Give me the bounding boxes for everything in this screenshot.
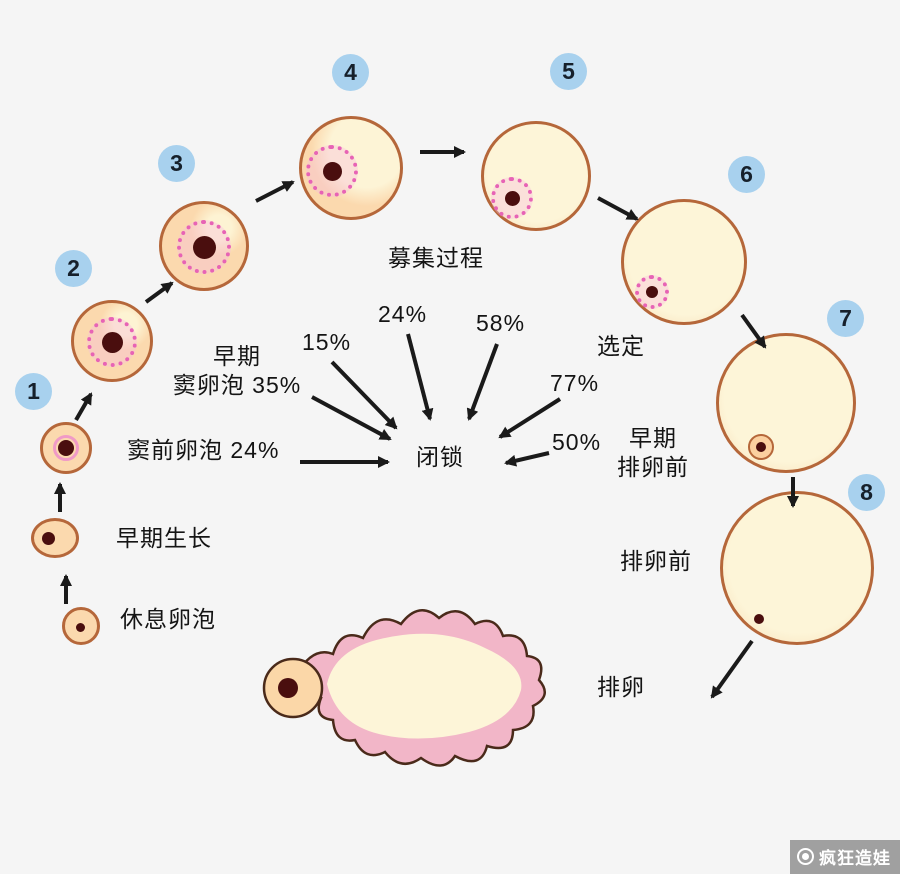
stage-5-nucleus [504, 190, 520, 206]
watermark-text: 疯狂造娃 [819, 849, 891, 868]
stage-badge-2: 2 [55, 250, 92, 287]
arrow-58pct-to-atresia [466, 343, 499, 421]
stage-7-follicle [716, 333, 856, 473]
label-early-antral-follicle: 早期 窦卵泡 35% [162, 342, 312, 400]
stage-badge-1: 1 [15, 373, 52, 410]
arrow-35pct-to-atresia [311, 395, 392, 441]
label-early-antral-line2: 窦卵泡 35% [172, 371, 302, 398]
label-early-preovulatory-line2: 排卵前 [617, 453, 689, 480]
arrow-stage5-to-stage6 [597, 196, 639, 221]
label-early-growth: 早期生长 [116, 525, 212, 551]
early-growth-follicle [31, 518, 79, 558]
stage-badge-7: 7 [827, 300, 864, 337]
released-egg [262, 657, 324, 719]
label-early-preovulatory: 早期 排卵前 [608, 424, 698, 482]
ovulating-follicle-antrum [327, 633, 522, 739]
stage-3-granulosa-ring [177, 220, 231, 274]
arrow-stage3-to-stage4 [255, 180, 295, 203]
label-pct-15: 15% [302, 329, 352, 355]
label-early-preovulatory-line1: 早期 [629, 425, 677, 451]
stage-3-nucleus [192, 235, 216, 259]
stage-4-follicle [299, 116, 403, 220]
stage-7-nucleus [756, 442, 766, 452]
arrow-24pct-to-atresia [406, 333, 434, 421]
stage-8-nucleus [754, 614, 764, 624]
stage-badge-3: 3 [158, 145, 195, 182]
ovulating-follicle-wall [295, 609, 546, 767]
watermark-badge: 疯狂造娃 [790, 840, 900, 874]
label-ovulation: 排卵 [597, 674, 645, 700]
label-recruitment: 募集过程 [388, 245, 484, 271]
stage-6-follicle [621, 199, 747, 325]
released-egg-nucleus [278, 678, 298, 698]
stage-8-follicle [720, 491, 874, 645]
preantral-nucleus [58, 440, 74, 456]
label-pct-50: 50% [552, 429, 602, 455]
early-growth-nucleus [42, 532, 55, 545]
stage-2-granulosa-ring [87, 317, 137, 367]
label-selection: 选定 [597, 333, 645, 359]
arrow-preantral-to-stage2 [74, 392, 93, 421]
stage-badge-8: 8 [848, 474, 885, 511]
arrow-stage8-to-ovulation [710, 639, 754, 699]
label-preovulatory: 排卵前 [620, 548, 692, 574]
stage-badge-5: 5 [550, 53, 587, 90]
stage-5-granulosa-ring [491, 177, 533, 219]
stage-2-follicle [71, 300, 153, 382]
stage-6-granulosa-ring [635, 275, 669, 309]
arrow-15pct-to-atresia [330, 360, 398, 430]
resting-follicle-nucleus [76, 623, 85, 632]
arrow-stage2-to-stage3 [144, 281, 174, 304]
arrow-50pct-to-atresia [504, 451, 550, 467]
label-pct-24: 24% [378, 301, 428, 327]
preantral-follicle [40, 422, 92, 474]
stage-badge-6: 6 [728, 156, 765, 193]
watermark-logo-icon [797, 848, 814, 865]
label-preantral-follicle: 窦前卵泡 24% [127, 437, 280, 463]
arrow-77pct-to-atresia [498, 397, 562, 439]
stage-7-oocyte [748, 434, 774, 460]
ovulating-follicle-graphic [262, 609, 546, 767]
stage-6-nucleus [646, 286, 658, 298]
label-pct-58: 58% [476, 310, 526, 336]
label-atresia: 闭锁 [416, 444, 464, 470]
stage-2-nucleus [101, 331, 123, 353]
preantral-halo [53, 435, 79, 461]
stage-badge-4: 4 [332, 54, 369, 91]
stage-4-granulosa-ring [306, 145, 358, 197]
stage-5-follicle [481, 121, 591, 231]
label-early-antral-line1: 早期 [213, 343, 261, 369]
label-resting-follicle: 休息卵泡 [120, 606, 216, 632]
label-pct-77: 77% [550, 370, 600, 396]
stage-4-nucleus [322, 161, 342, 181]
resting-follicle [62, 607, 100, 645]
stage-3-follicle [159, 201, 249, 291]
